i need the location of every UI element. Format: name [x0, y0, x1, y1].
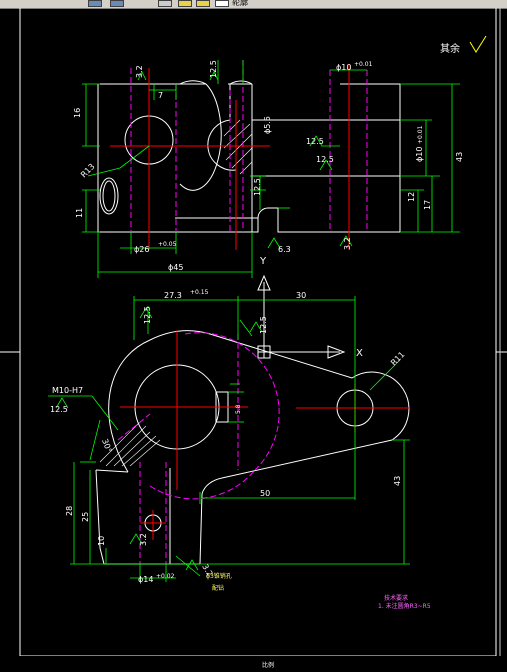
- dim-top-2: 7: [158, 91, 163, 100]
- dim-front-16-tol: +0.02: [156, 573, 175, 580]
- dim-front-3: 12.5: [143, 306, 152, 324]
- dim-top-10: 43: [455, 152, 464, 162]
- dim-top-5: 16: [73, 108, 82, 118]
- dim-top-19: ϕ45: [168, 263, 183, 272]
- dim-top-4-tol: +0.01: [354, 61, 373, 68]
- layer-label: 轮廓: [232, 0, 248, 7]
- note-drill: 配钻: [212, 584, 224, 592]
- toolbar-icon-1[interactable]: [88, 0, 102, 7]
- dim-front-14: 10: [97, 536, 106, 546]
- top-view-dimension-lines: [82, 60, 460, 278]
- front-view: X Y: [48, 256, 410, 592]
- dim-top-1: 3.2: [135, 65, 144, 78]
- top-view-dimension-text: 3.2 7 12.5 ϕ10 +0.01 16 ϕ5.5 12.5 12.5 ϕ…: [73, 60, 464, 272]
- ucs-y-label: Y: [259, 256, 267, 267]
- top-view: 3.2 7 12.5 ϕ10 +0.01 16 ϕ5.5 12.5 12.5 ϕ…: [73, 60, 464, 278]
- front-view-hatch: [99, 421, 161, 467]
- dim-top-17: ϕ26: [134, 245, 149, 254]
- dim-top-8: 12.5: [316, 155, 334, 164]
- top-view-hatch: [223, 119, 253, 175]
- dim-top-9: ϕ10: [415, 147, 424, 162]
- dim-front-4: 12.5: [259, 316, 268, 334]
- dim-front-6: M10-H7: [52, 386, 83, 395]
- drawing-canvas[interactable]: 其余: [0, 8, 507, 656]
- ucs-x-label: X: [356, 348, 363, 359]
- dim-front-13: 25: [81, 512, 90, 522]
- toolbar-icon-3[interactable]: [158, 0, 172, 7]
- front-view-dimension-lines: [48, 296, 410, 582]
- dim-top-14: 17: [423, 200, 432, 210]
- dim-front-12: 28: [65, 506, 74, 516]
- dim-top-9-tol: +0.01: [417, 125, 424, 144]
- dim-top-7: 12.5: [306, 137, 324, 146]
- tech-notes-title: 技术要求: [384, 594, 408, 602]
- ucs-icon: [257, 274, 346, 359]
- tech-notes-line1: 1. 未注圆角R3~R5: [378, 602, 431, 610]
- technical-notes: 技术要求 1. 未注圆角R3~R5: [378, 594, 431, 610]
- front-view-roughness-marks: [55, 307, 263, 571]
- front-view-centerlines: [120, 330, 410, 540]
- roughness-symbol: 其余: [440, 35, 487, 55]
- dim-front-8: 30°: [100, 438, 113, 454]
- toolbar-icon-2[interactable]: [110, 0, 124, 7]
- dim-top-3: 12.5: [209, 60, 218, 78]
- note-taper-pin: ϕ3锥销孔: [206, 572, 232, 580]
- dim-front-10: 50: [260, 489, 270, 498]
- top-view-roughness-marks: [137, 71, 353, 249]
- roughness-label: 其余: [440, 42, 460, 55]
- dim-front-7: 12.5: [50, 405, 68, 414]
- dim-top-13: 12: [407, 192, 416, 202]
- top-view-centerlines: [110, 64, 350, 250]
- dim-top-15: 11: [75, 208, 84, 218]
- dim-front-2: 30: [296, 291, 306, 300]
- front-view-dimension-text: 27.3 +0.15 30 12.5 12.5 R11 M10-H7 12.5 …: [50, 289, 407, 592]
- status-strip: 比例: [0, 656, 507, 672]
- dim-top-6: ϕ5.5: [263, 116, 272, 134]
- front-view-hidden-lines: [117, 332, 280, 564]
- dim-front-11: 43: [393, 476, 402, 486]
- dim-front-1: 27.3: [164, 291, 182, 300]
- toolbar-icon-5[interactable]: [196, 0, 210, 7]
- dim-front-9: 5.8: [235, 404, 242, 414]
- dim-top-11: R13: [79, 162, 97, 180]
- dim-top-18: 3.2: [343, 237, 352, 250]
- dim-front-5: R11: [389, 350, 407, 368]
- dim-top-12: 12.5: [253, 178, 262, 196]
- toolbar-icon-6[interactable]: [215, 0, 229, 7]
- dim-front-1-tol: +0.15: [190, 289, 209, 296]
- title-block-text: 比例: [262, 662, 275, 669]
- toolbar-icon-4[interactable]: [178, 0, 192, 7]
- toolbar: 轮廓: [0, 0, 507, 9]
- dim-top-16: 6.3: [278, 245, 291, 254]
- top-view-outline: [97, 80, 401, 233]
- dim-front-16: ϕ14: [138, 575, 153, 584]
- dim-top-17-tol: +0.05: [158, 241, 177, 248]
- dim-front-15: 3.2: [139, 533, 148, 546]
- dim-top-4: ϕ10: [336, 63, 351, 72]
- drawing-frame: [0, 8, 507, 656]
